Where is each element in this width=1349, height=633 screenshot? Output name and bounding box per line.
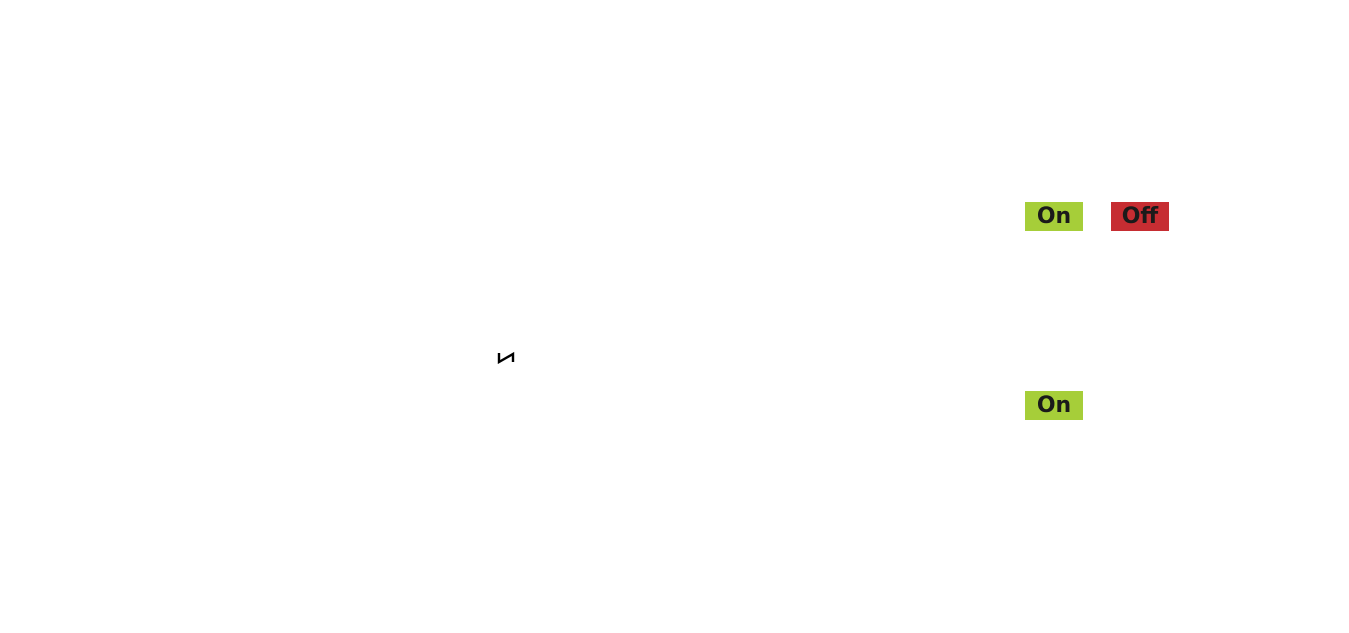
zigzag-glyph-icon	[497, 351, 515, 364]
off-toggle-badge[interactable]: Off	[1111, 202, 1169, 231]
on-toggle-badge-2[interactable]: On	[1025, 391, 1083, 420]
on-toggle-badge-1[interactable]: On	[1025, 202, 1083, 231]
